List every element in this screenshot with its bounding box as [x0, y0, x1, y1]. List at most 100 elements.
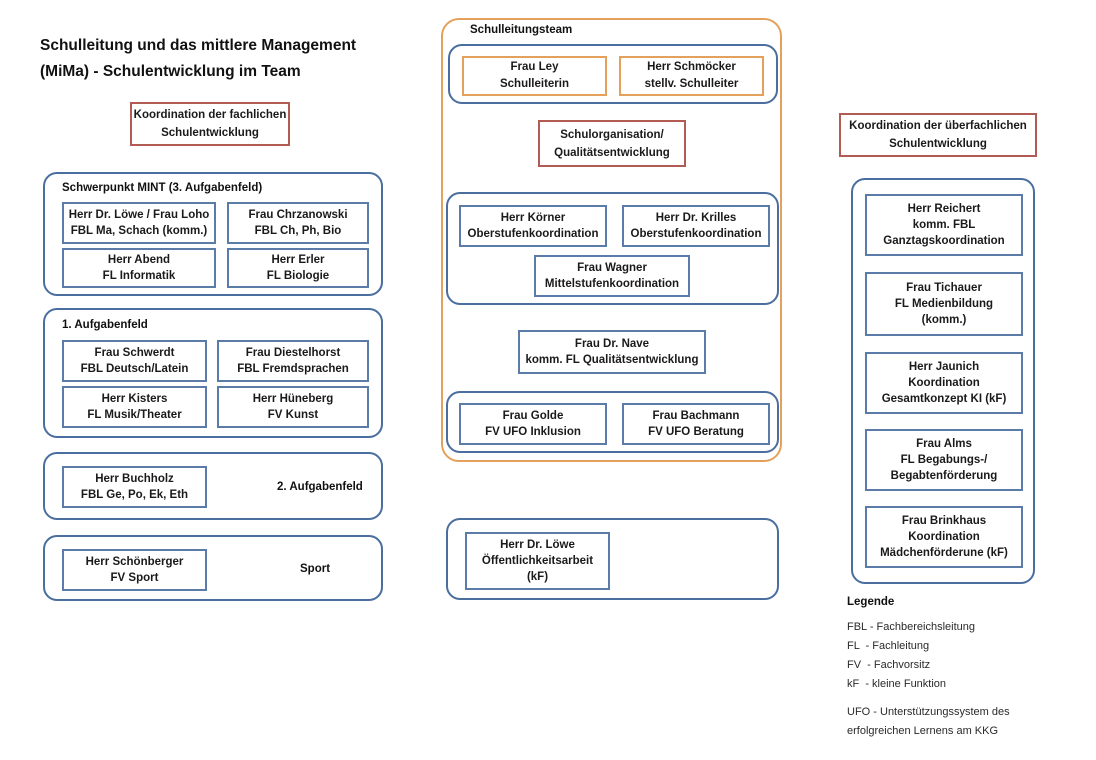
person-name: Frau Ley [510, 61, 559, 73]
person-box-nave: Frau Dr. Nave komm. FL Qualitätsentwickl… [518, 330, 706, 374]
legend-entry-fl: FL - Fachleitung [847, 640, 930, 652]
person-note: Gesamtkonzept KI (kF) [881, 393, 1007, 405]
group-stufenkoordination: Herr Körner Oberstufenkoordination Herr … [446, 192, 779, 305]
group-mint: Schwerpunkt MINT (3. Aufgabenfeld) Herr … [43, 172, 383, 296]
group-aufgabenfeld-1: 1. Aufgabenfeld Frau Schwerdt FBL Deutsc… [43, 308, 383, 438]
person-name: Herr Schönberger [85, 556, 184, 568]
schulorganisation-line2: Qualitätsentwicklung [554, 146, 670, 159]
person-note: (komm.) [921, 314, 967, 326]
person-box-loewe-loho: Herr Dr. Löwe / Frau Loho FBL Ma, Schach… [62, 202, 216, 244]
person-role: Koordination [908, 377, 980, 389]
person-role: Oberstufenkoordination [630, 228, 762, 240]
group-aufgabenfeld-1-title: 1. Aufgabenfeld [62, 319, 148, 331]
person-role: FV UFO Inklusion [485, 426, 581, 438]
person-role: FBL Ma, Schach (komm.) [70, 225, 208, 237]
group-leadership: Frau Ley Schulleiterin Herr Schmöcker st… [448, 44, 778, 104]
person-role: FL Informatik [102, 270, 176, 282]
page-title-line1: Schulleitung und das mittlere Management [40, 37, 357, 54]
group-ueberfachlich: Herr Reichert komm. FBL Ganztagskoordina… [851, 178, 1035, 584]
person-name: Frau Dr. Nave [574, 338, 650, 350]
group-sport-label: Sport [300, 563, 331, 575]
person-name: Herr Buchholz [95, 473, 174, 485]
person-box-kisters: Herr Kisters FL Musik/Theater [62, 386, 207, 428]
person-role: FBL Fremdsprachen [237, 363, 349, 375]
person-role: FV Sport [110, 572, 159, 584]
right-heading-line1: Koordination der überfachlichen [849, 120, 1027, 132]
person-box-wagner: Frau Wagner Mittelstufenkoordination [534, 255, 690, 297]
legend-entry-fv: FV - Fachvorsitz [847, 659, 931, 671]
schulorganisation-box: Schulorganisation/ Qualitätsentwicklung [538, 120, 686, 167]
legend: Legende FBL - Fachbereichsleitung FL - F… [847, 596, 1067, 741]
left-heading-line2: Schulentwicklung [161, 127, 259, 139]
person-note: Begabtenförderung [890, 470, 998, 482]
person-box-koerner: Herr Körner Oberstufenkoordination [459, 205, 607, 247]
leader-box-schmoecker: Herr Schmöcker stellv. Schulleiter [619, 56, 764, 96]
group-oeffentlichkeitsarbeit: Herr Dr. Löwe Öffentlichkeitsarbeit (kF) [446, 518, 779, 600]
person-name: Frau Schwerdt [94, 347, 175, 359]
person-role: FL Begabungs-/ [900, 454, 988, 466]
person-name: Frau Golde [502, 410, 564, 422]
person-name: Herr Kisters [101, 393, 168, 405]
person-name: Frau Bachmann [652, 410, 740, 422]
person-box-schwerdt: Frau Schwerdt FBL Deutsch/Latein [62, 340, 207, 382]
person-box-jaunich: Herr Jaunich Koordination Gesamtkonzept … [865, 352, 1023, 414]
left-heading-line1: Koordination der fachlichen [133, 109, 287, 121]
person-role: FBL Ge, Po, Ek, Eth [80, 489, 189, 501]
person-name: Frau Brinkhaus [901, 515, 987, 527]
page-title-line2: (MiMa) - Schulentwicklung im Team [40, 63, 301, 80]
person-name: Herr Erler [271, 254, 325, 266]
person-role: Mittelstufenkoordination [544, 278, 680, 290]
person-box-golde: Frau Golde FV UFO Inklusion [459, 403, 607, 445]
person-note: (kF) [526, 571, 549, 583]
group-mint-title: Schwerpunkt MINT (3. Aufgabenfeld) [62, 182, 263, 194]
schulorganisation-line1: Schulorganisation/ [560, 128, 664, 141]
person-role: FBL Deutsch/Latein [80, 363, 189, 375]
person-role: FL Biologie [266, 270, 330, 282]
schulleitungsteam-title: Schulleitungsteam [470, 24, 573, 36]
person-name: Herr Dr. Krilles [655, 212, 737, 224]
person-name: Frau Tichauer [906, 282, 982, 294]
person-box-schoenberger: Herr Schönberger FV Sport [62, 549, 207, 591]
person-role: FL Musik/Theater [87, 409, 182, 421]
person-name: Frau Wagner [577, 262, 647, 274]
person-name: Herr Körner [500, 212, 566, 224]
person-role: Schulleiterin [499, 78, 570, 90]
left-heading-box: Koordination der fachlichen Schulentwick… [130, 102, 290, 146]
person-name: Frau Chrzanowski [248, 209, 348, 221]
person-note: Ganztagskoordination [883, 235, 1005, 247]
person-name: Herr Hüneberg [252, 393, 334, 405]
legend-entry-kf: kF - kleine Funktion [847, 678, 947, 690]
person-box-reichert: Herr Reichert komm. FBL Ganztagskoordina… [865, 194, 1023, 256]
person-name: Herr Dr. Löwe [500, 539, 575, 551]
legend-title: Legende [847, 596, 895, 608]
person-box-abend: Herr Abend FL Informatik [62, 248, 216, 288]
person-box-alms: Frau Alms FL Begabungs-/ Begabtenförderu… [865, 429, 1023, 491]
person-name: Herr Jaunich [908, 361, 980, 373]
person-role: FV Kunst [267, 409, 319, 421]
right-heading-line2: Schulentwicklung [889, 138, 987, 150]
legend-note-line1: UFO - Unterstützungssystem des [847, 706, 1010, 718]
person-box-bachmann: Frau Bachmann FV UFO Beratung [622, 403, 770, 445]
person-role: FBL Ch, Ph, Bio [254, 225, 342, 237]
person-role: Koordination [908, 531, 980, 543]
right-heading-box: Koordination der überfachlichen Schulent… [839, 113, 1037, 157]
person-box-buchholz: Herr Buchholz FBL Ge, Po, Ek, Eth [62, 466, 207, 508]
person-role: FV UFO Beratung [648, 426, 744, 438]
person-name: Herr Abend [107, 254, 171, 266]
person-box-tichauer: Frau Tichauer FL Medienbildung (komm.) [865, 272, 1023, 336]
person-name: Frau Diestelhorst [245, 347, 341, 359]
page-title: Schulleitung und das mittlere Management… [40, 33, 420, 85]
group-aufgabenfeld-2-label: 2. Aufgabenfeld [277, 481, 363, 493]
person-role: Öffentlichkeitsarbeit [481, 555, 594, 567]
person-box-hueneberg: Herr Hüneberg FV Kunst [217, 386, 369, 428]
person-name: Herr Schmöcker [647, 61, 736, 73]
person-role: Oberstufenkoordination [467, 228, 599, 240]
person-role: komm. FBL [912, 219, 976, 231]
person-box-chrzanowski: Frau Chrzanowski FBL Ch, Ph, Bio [227, 202, 369, 244]
group-sport: Herr Schönberger FV Sport Sport [43, 535, 383, 601]
person-role: FL Medienbildung [894, 298, 994, 310]
person-role: stellv. Schulleiter [644, 78, 739, 90]
person-box-brinkhaus: Frau Brinkhaus Koordination Mädchenförde… [865, 506, 1023, 568]
person-name: Frau Alms [916, 438, 972, 450]
person-name: Herr Reichert [907, 203, 981, 215]
